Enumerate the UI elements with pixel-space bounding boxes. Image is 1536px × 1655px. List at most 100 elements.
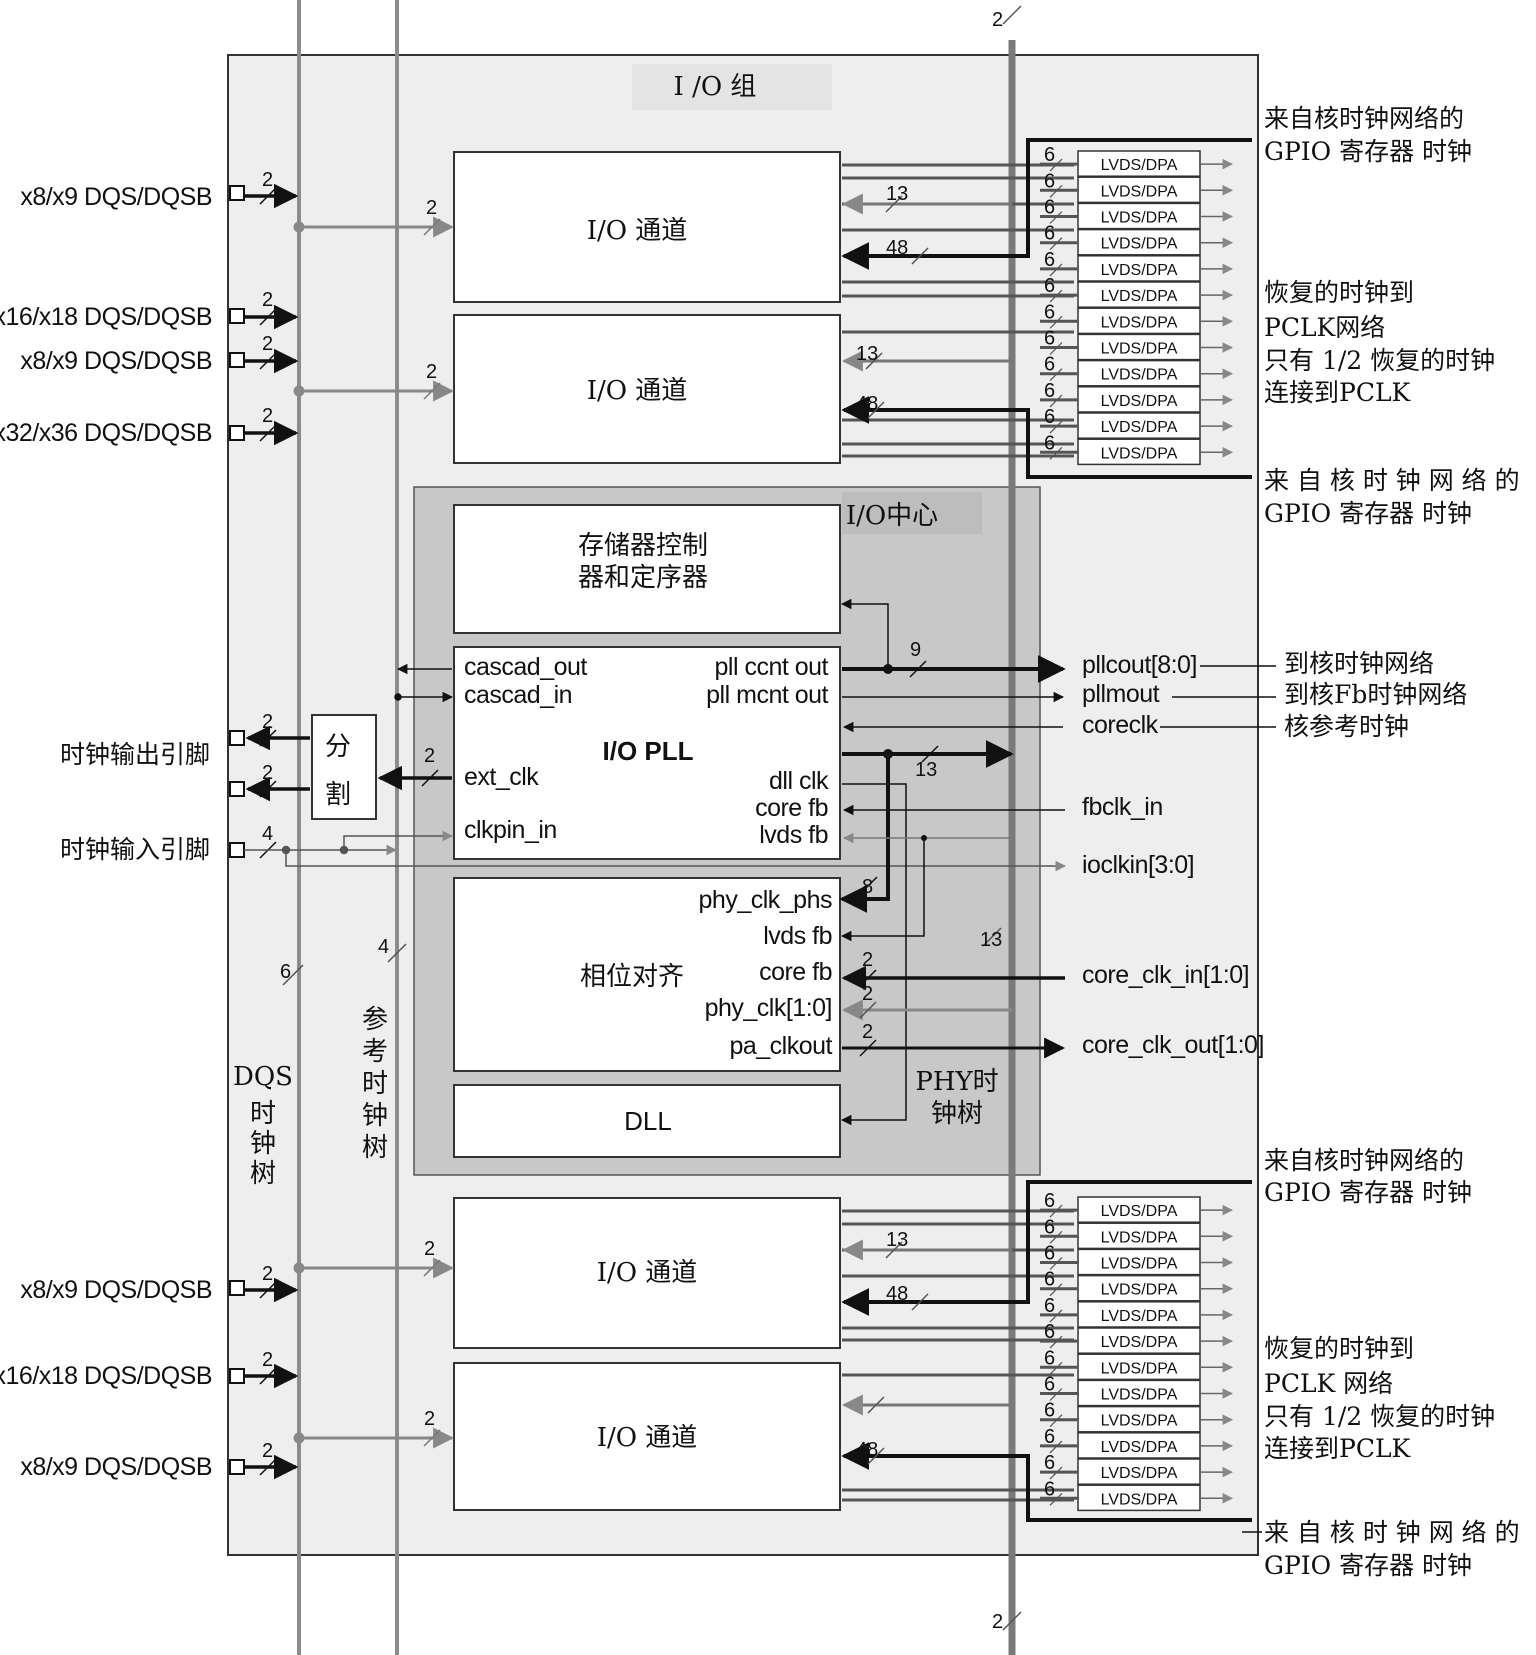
lvds-bus-width: 6	[1044, 1478, 1055, 1500]
svg-text:GPIO 寄存器 时钟: GPIO 寄存器 时钟	[1264, 1551, 1472, 1580]
lvds-bus-width: 6	[1044, 1452, 1055, 1474]
svg-text:I/O 通道: I/O 通道	[587, 216, 688, 246]
lvds-bus-width: 6	[1044, 406, 1055, 428]
svg-text:lvds fb: lvds fb	[763, 922, 832, 950]
svg-text:来 自 核 时 钟 网 络 的: 来 自 核 时 钟 网 络 的	[1264, 1518, 1520, 1547]
svg-text:2: 2	[262, 405, 273, 427]
svg-text:只有 1/2 恢复的时钟: 只有 1/2 恢复的时钟	[1264, 1402, 1495, 1431]
svg-text:48: 48	[886, 237, 908, 259]
svg-text:时钟输入引脚: 时钟输入引脚	[60, 835, 210, 864]
svg-text:钟: 钟	[362, 1101, 388, 1131]
svg-text:只有 1/2 恢复的时钟: 只有 1/2 恢复的时钟	[1264, 346, 1495, 375]
svg-text:2: 2	[262, 1349, 273, 1371]
svg-text:cascad_in: cascad_in	[464, 681, 572, 709]
channel-dqs-inputs	[293, 216, 455, 1449]
lvds-dpa-label: LVDS/DPA	[1101, 1413, 1178, 1430]
svg-text:GPIO 寄存器 时钟: GPIO 寄存器 时钟	[1264, 137, 1472, 166]
lvds-dpa-label: LVDS/DPA	[1101, 183, 1178, 200]
svg-text:coreclk: coreclk	[1082, 711, 1159, 739]
svg-text:core_clk_out[1:0]: core_clk_out[1:0]	[1082, 1031, 1264, 1059]
bw-bot-2: 2	[992, 1611, 1003, 1633]
lvds-dpa-label: LVDS/DPA	[1101, 236, 1178, 253]
svg-text:存储器控制: 存储器控制	[578, 531, 708, 561]
ref-tree-label: 参 考 时 钟 树	[362, 1005, 388, 1163]
svg-text:x8/x9 DQS/DQSB: x8/x9 DQS/DQSB	[20, 347, 212, 375]
lvds-dpa-label: LVDS/DPA	[1101, 210, 1178, 227]
svg-text:core fb: core fb	[755, 794, 828, 822]
bw-core-clk-in: 2	[862, 949, 873, 971]
lvds-dpa-label: LVDS/DPA	[1101, 341, 1178, 358]
lvds-bus-width: 6	[1044, 1216, 1055, 1238]
svg-text:核参考时钟: 核参考时钟	[1284, 712, 1409, 741]
svg-text:PHY时: PHY时	[915, 1067, 998, 1097]
svg-text:I/O 通道: I/O 通道	[587, 376, 688, 406]
svg-text:x16/x18 DQS/DQSB: x16/x18 DQS/DQSB	[0, 1362, 212, 1390]
svg-text:2: 2	[426, 361, 437, 383]
svg-text:连接到PCLK: 连接到PCLK	[1264, 1434, 1412, 1463]
svg-text:来自核时钟网络的: 来自核时钟网络的	[1264, 104, 1464, 133]
svg-text:fbclk_in: fbclk_in	[1082, 793, 1163, 821]
svg-text:ioclkin[3:0]: ioclkin[3:0]	[1082, 851, 1194, 879]
lvds-dpa-label: LVDS/DPA	[1101, 1229, 1178, 1246]
lvds-bus-width: 6	[1044, 197, 1055, 219]
pll-left-wiring	[394, 663, 454, 703]
svg-text:cascad_out: cascad_out	[464, 653, 587, 681]
lvds-dpa-label: LVDS/DPA	[1101, 314, 1178, 331]
svg-text:2: 2	[262, 333, 273, 355]
lvds-dpa-label: LVDS/DPA	[1101, 1360, 1178, 1377]
svg-text:13: 13	[886, 183, 908, 205]
svg-text:clkpin_in: clkpin_in	[464, 816, 557, 844]
svg-text:树: 树	[250, 1159, 276, 1189]
lvds-dpa-label: LVDS/DPA	[1101, 445, 1178, 462]
svg-text:2: 2	[262, 169, 273, 191]
bottom-bus-ticks	[867, 1241, 929, 1465]
pllcout-wiring	[840, 598, 1066, 683]
lvds-bus-width: 6	[1044, 1426, 1055, 1448]
svg-text:pa_clkout: pa_clkout	[729, 1032, 832, 1060]
pll-phy-bus	[839, 740, 1014, 913]
svg-text:PCLK 网络: PCLK 网络	[1264, 1369, 1393, 1398]
lvds-dpa-block: LVDS/DPA 6	[1040, 197, 1234, 230]
svg-text:phy_clk_phs: phy_clk_phs	[699, 886, 832, 914]
svg-text:PCLK网络: PCLK网络	[1264, 313, 1385, 342]
lvds-bus-width: 6	[1044, 354, 1055, 376]
svg-text:器和定序器: 器和定序器	[578, 563, 708, 593]
svg-text:2: 2	[262, 711, 273, 733]
phy-tree-label: PHY时 钟树	[915, 1067, 998, 1129]
lvds-bus-width: 6	[1044, 223, 1055, 245]
top-channel-outputs	[841, 138, 1252, 479]
svg-text:I/O PLL: I/O PLL	[603, 736, 694, 766]
svg-text:I/O 通道: I/O 通道	[597, 1423, 698, 1453]
left-pin-labels: x8/x9 DQS/DQSB x16/x18 DQS/DQSB x8/x9 DQ…	[0, 183, 213, 1481]
bw-phy-clk: 2	[862, 983, 873, 1005]
clock-input-wiring	[244, 830, 1067, 872]
svg-text:48: 48	[856, 1439, 878, 1461]
io-pll-block: cascad_out cascad_in I/O PLL ext_clk clk…	[453, 646, 841, 860]
lvds-dpa-label: LVDS/DPA	[1101, 1282, 1178, 1299]
svg-text:钟: 钟	[250, 1129, 276, 1159]
io-channel-4: I/O 通道	[453, 1362, 841, 1511]
lvds-dpa-label: LVDS/DPA	[1101, 393, 1178, 410]
svg-text:x32/x36 DQS/DQSB: x32/x36 DQS/DQSB	[0, 419, 212, 447]
right-notes: 来自核时钟网络的 GPIO 寄存器 时钟 恢复的时钟到 PCLK网络 只有 1/…	[1264, 104, 1520, 1580]
svg-text:ext_clk: ext_clk	[464, 763, 539, 791]
svg-text:连接到PCLK: 连接到PCLK	[1264, 378, 1412, 407]
svg-text:4: 4	[262, 823, 273, 845]
io-group-title: I /O 组	[674, 72, 757, 102]
lvds-dpa-block: LVDS/DPA 6	[1040, 1216, 1234, 1250]
core-clk-wiring	[841, 965, 1066, 1059]
svg-text:pllmout: pllmout	[1082, 680, 1160, 708]
channel-dqs-ticks	[423, 218, 441, 1447]
